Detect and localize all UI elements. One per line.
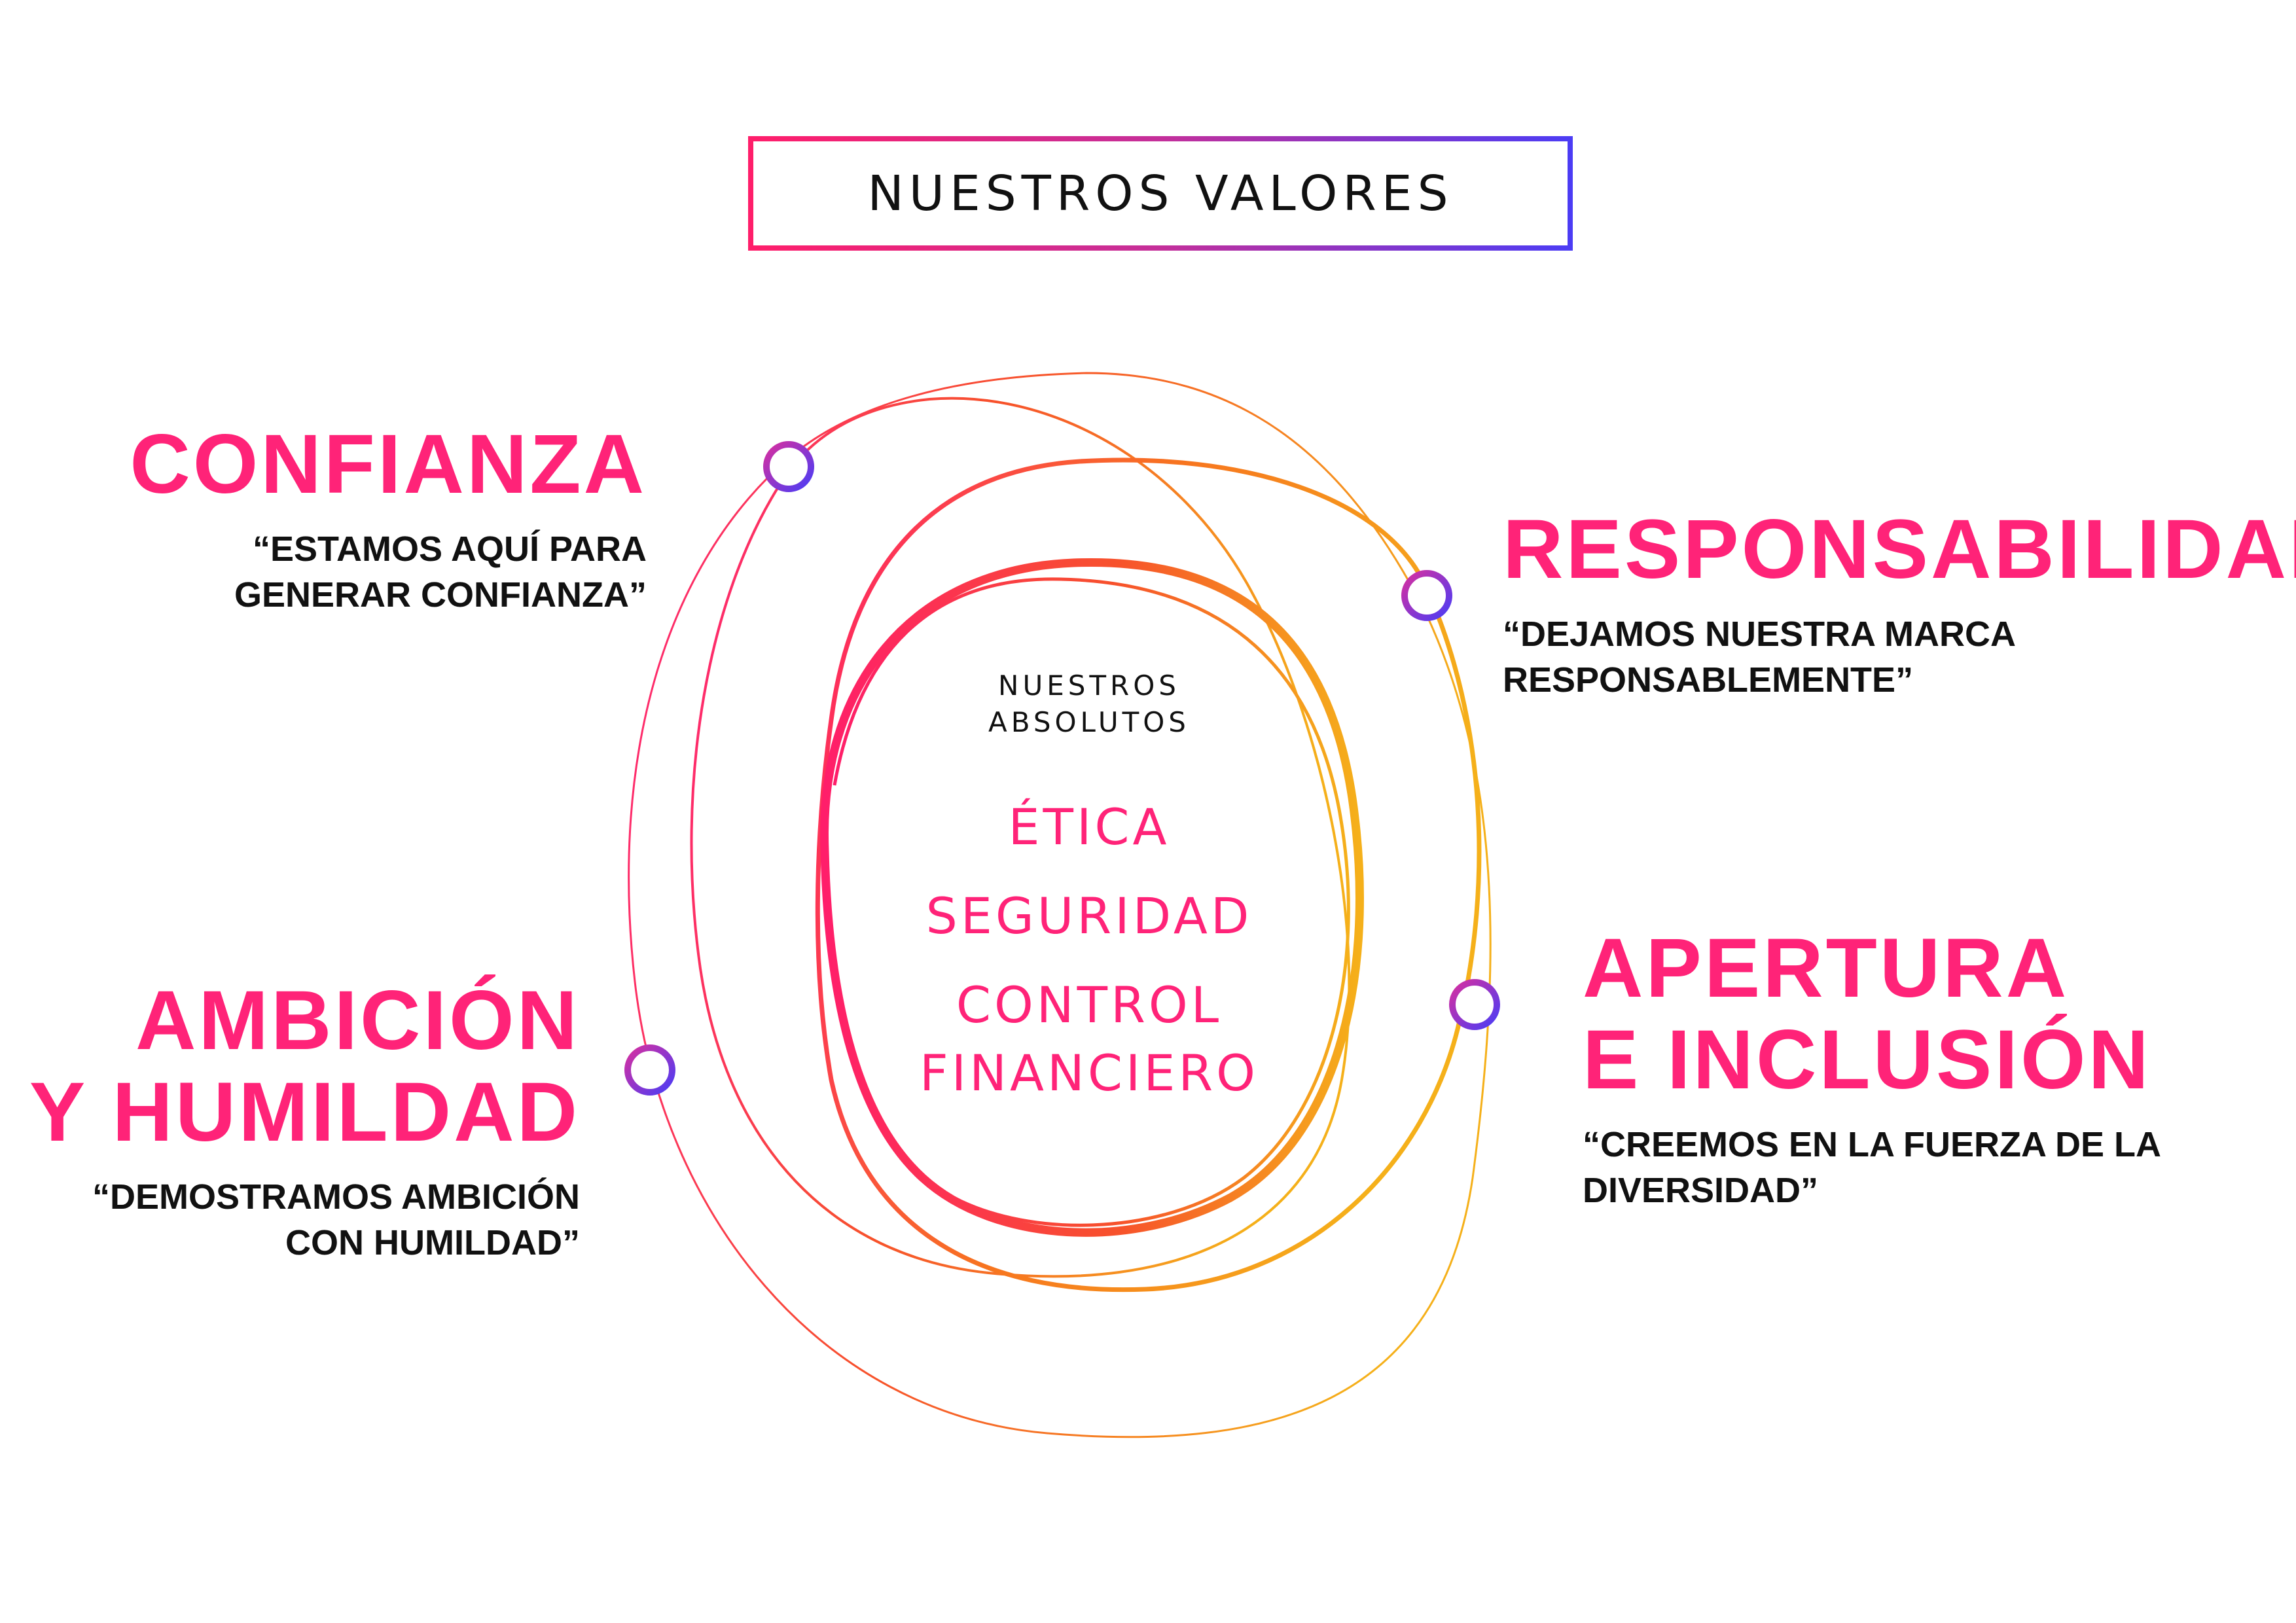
inner-loop — [820, 558, 1364, 1237]
node-apertura — [1449, 979, 1500, 1030]
absoluto-etica: ÉTICA — [1008, 798, 1170, 856]
page-title: NUESTROS VALORES — [753, 141, 1568, 245]
value-responsabilidad: RESPONSABILIDAD “DEJAMOS NUESTRA MARCA R… — [1503, 504, 2296, 703]
absolutos-list: ÉTICA SEGURIDAD CONTROL FINANCIERO — [886, 793, 1292, 1107]
loop-thin-inner — [690, 397, 1351, 1278]
absolutos-block: NUESTROS ABSOLUTOS ÉTICA SEGURIDAD CONTR… — [886, 668, 1292, 1107]
node-confianza — [763, 441, 814, 492]
value-title: CONFIANZA — [130, 418, 647, 511]
value-ambicion: AMBICIÓN Y HUMILDAD “DEMOSTRAMOS AMBICIÓ… — [29, 975, 580, 1266]
absoluto-seguridad: SEGURIDAD — [925, 887, 1253, 945]
node-responsabilidad — [1401, 570, 1452, 621]
node-ambicion — [624, 1044, 675, 1096]
value-confianza: CONFIANZA “ESTAMOS AQUÍ PARA GENERAR CON… — [130, 419, 647, 618]
outer-loop-thin — [628, 372, 1492, 1438]
absoluto-control-financiero: CONTROL FINANCIERO — [920, 976, 1259, 1102]
title-box: NUESTROS VALORES — [748, 136, 1573, 251]
value-title: RESPONSABILIDAD — [1503, 503, 2296, 596]
value-quote: “CREEMOS EN LA FUERZA DE LA DIVERSIDAD” — [1583, 1125, 2162, 1210]
inner-loop-echo — [833, 577, 1350, 1227]
absolutos-label: NUESTROS ABSOLUTOS — [988, 669, 1190, 738]
value-quote: “DEMOSTRAMOS AMBICIÓN CON HUMILDAD” — [92, 1177, 580, 1262]
value-apertura: APERTURA E INCLUSIÓN “CREEMOS EN LA FUER… — [1583, 923, 2161, 1213]
value-title: APERTURA E INCLUSIÓN — [1583, 921, 2151, 1107]
value-quote: “ESTAMOS AQUÍ PARA GENERAR CONFIANZA” — [234, 529, 647, 615]
value-title: AMBICIÓN Y HUMILDAD — [29, 974, 580, 1159]
value-quote: “DEJAMOS NUESTRA MARCA RESPONSABLEMENTE” — [1503, 615, 2017, 700]
